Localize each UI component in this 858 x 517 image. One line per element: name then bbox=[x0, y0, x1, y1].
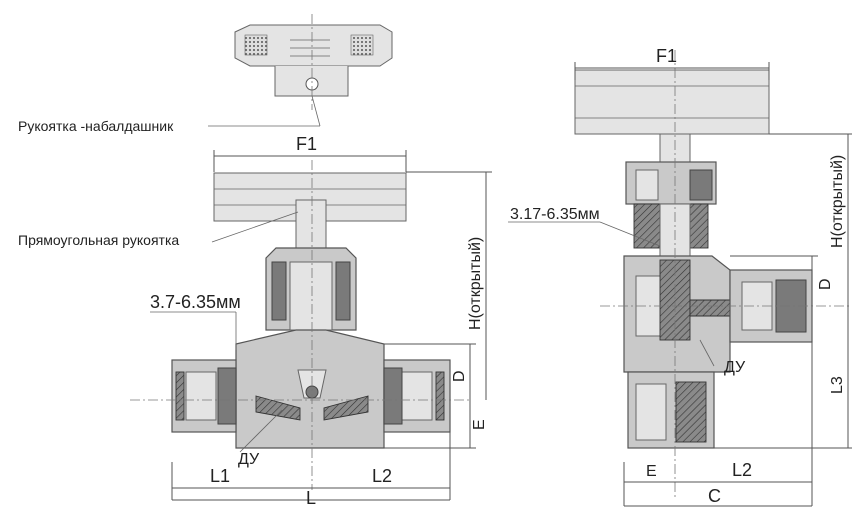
label-tube-right: 3.17-6.35мм bbox=[510, 206, 600, 223]
label-l: L bbox=[306, 488, 316, 508]
label-f1-side: F1 bbox=[656, 46, 677, 66]
label-f1-front: F1 bbox=[296, 134, 317, 154]
label-du-front: ДУ bbox=[238, 451, 260, 468]
knob-handle-drawing bbox=[234, 14, 393, 110]
label-tube-left: 3.7-6.35мм bbox=[150, 292, 241, 312]
label-c: C bbox=[708, 486, 721, 506]
label-du-side: ДУ bbox=[724, 359, 746, 376]
side-dimensions bbox=[508, 62, 852, 507]
label-d-side: D bbox=[817, 278, 834, 290]
label-l2-front: L2 bbox=[372, 466, 392, 486]
front-dimensions bbox=[150, 95, 492, 501]
front-valve-drawing bbox=[130, 160, 470, 490]
label-handle-knob: Рукоятка -набалдашник bbox=[18, 118, 174, 134]
label-d-front: D bbox=[451, 370, 468, 382]
label-l2-side: L2 bbox=[732, 460, 752, 480]
side-valve-drawing bbox=[574, 50, 850, 500]
label-h-open-front: H(открытый) bbox=[467, 237, 484, 330]
label-l3-side: L3 bbox=[829, 376, 846, 394]
label-handle-rect: Прямоугольная рукоятка bbox=[18, 232, 179, 248]
label-h-open-side: H(открытый) bbox=[829, 155, 846, 248]
label-l1: L1 bbox=[210, 466, 230, 486]
label-e-side: E bbox=[646, 463, 657, 480]
label-e-front: E bbox=[471, 419, 488, 430]
